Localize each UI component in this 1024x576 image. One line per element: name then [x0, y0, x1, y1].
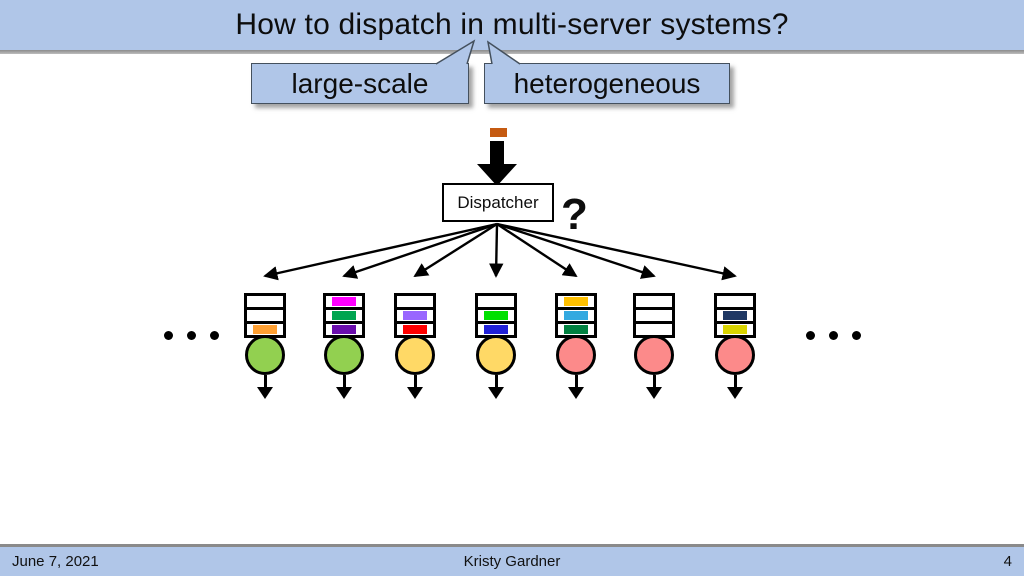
departure-arrow-stem [494, 375, 498, 388]
callout-heterogeneous: heterogeneous [484, 63, 730, 104]
departure-arrow-head [336, 387, 352, 399]
dot [852, 331, 861, 340]
queue-slot [717, 296, 753, 310]
title-shadow-line [0, 50, 1024, 54]
queue [323, 293, 365, 338]
departure-arrow-head [488, 387, 504, 399]
queue [244, 293, 286, 338]
queue-slot [247, 310, 283, 324]
queue [475, 293, 517, 338]
queue-slot [247, 324, 283, 335]
queue-slot [636, 324, 672, 335]
departure-arrow-head [646, 387, 662, 399]
callout-large-scale: large-scale [251, 63, 469, 104]
departure-arrow-stem [263, 375, 267, 388]
job-chip [484, 325, 508, 334]
incoming-arrow [477, 141, 517, 186]
queue-slot [397, 324, 433, 335]
queue-slot [478, 310, 514, 324]
job-chip [403, 311, 427, 320]
job-chip [403, 325, 427, 334]
dispatch-arrow [263, 222, 498, 281]
incoming-job-chip [490, 128, 507, 137]
queue-slot [326, 324, 362, 335]
server-circle [634, 335, 674, 375]
queue-slot [326, 296, 362, 310]
callout-heterogeneous-label: heterogeneous [513, 67, 701, 99]
queue-slot [717, 310, 753, 324]
departure-arrow-head [407, 387, 423, 399]
queue-slot [397, 310, 433, 324]
queue [394, 293, 436, 338]
dispatch-arrow [342, 222, 498, 279]
departure-arrow-head [727, 387, 743, 399]
server-circle [324, 335, 364, 375]
queue-slot [397, 296, 433, 310]
queue-slot [558, 324, 594, 335]
slide-number: 4 [1003, 553, 1012, 570]
footer-date: June 7, 2021 [12, 553, 99, 570]
job-chip [332, 311, 356, 320]
footer-shadow-line [0, 544, 1024, 547]
queue [633, 293, 675, 338]
job-chip [484, 311, 508, 320]
server-circle [395, 335, 435, 375]
departure-arrow-head [257, 387, 273, 399]
departure-arrow-stem [733, 375, 737, 388]
ellipsis-left [164, 331, 219, 340]
queue-slot [326, 310, 362, 324]
job-chip [253, 325, 277, 334]
job-chip [723, 325, 747, 334]
slide-title: How to dispatch in multi-server systems? [235, 8, 789, 41]
dot [829, 331, 838, 340]
dot [187, 331, 196, 340]
callout-large-scale-label: large-scale [291, 67, 429, 99]
server-circle [476, 335, 516, 375]
title-bar: How to dispatch in multi-server systems? [0, 0, 1024, 50]
queue-slot [478, 296, 514, 310]
question-mark: ? [561, 190, 588, 239]
dispatcher-label: Dispatcher [457, 192, 539, 212]
server-circle [245, 335, 285, 375]
footer-author: Kristy Gardner [463, 553, 561, 570]
queue-slot [478, 324, 514, 335]
job-chip [723, 311, 747, 320]
queue [714, 293, 756, 338]
job-chip [564, 311, 588, 320]
dispatcher-box: Dispatcher [442, 183, 554, 222]
dispatch-arrow [413, 222, 498, 278]
departure-arrow-stem [342, 375, 346, 388]
queue-slot [247, 296, 283, 310]
ellipsis-right [806, 331, 861, 340]
departure-arrow-stem [652, 375, 656, 388]
queue-slot [717, 324, 753, 335]
queue-slot [558, 310, 594, 324]
job-chip [332, 325, 356, 334]
job-chip [564, 325, 588, 334]
departure-arrow-stem [574, 375, 578, 388]
dispatch-arrows [263, 222, 737, 281]
job-chip [564, 297, 588, 306]
queue [555, 293, 597, 338]
queue-slot [636, 296, 672, 310]
departure-arrow-stem [413, 375, 417, 388]
dot [210, 331, 219, 340]
dispatch-arrow [496, 222, 737, 281]
job-chip [332, 297, 356, 306]
dot [806, 331, 815, 340]
dot [164, 331, 173, 340]
footer-bar: June 7, 2021 Kristy Gardner 4 [0, 547, 1024, 576]
server-circle [715, 335, 755, 375]
queue-slot [558, 296, 594, 310]
queue-slot [636, 310, 672, 324]
server-circle [556, 335, 596, 375]
dispatch-arrow [489, 223, 504, 278]
departure-arrow-head [568, 387, 584, 399]
